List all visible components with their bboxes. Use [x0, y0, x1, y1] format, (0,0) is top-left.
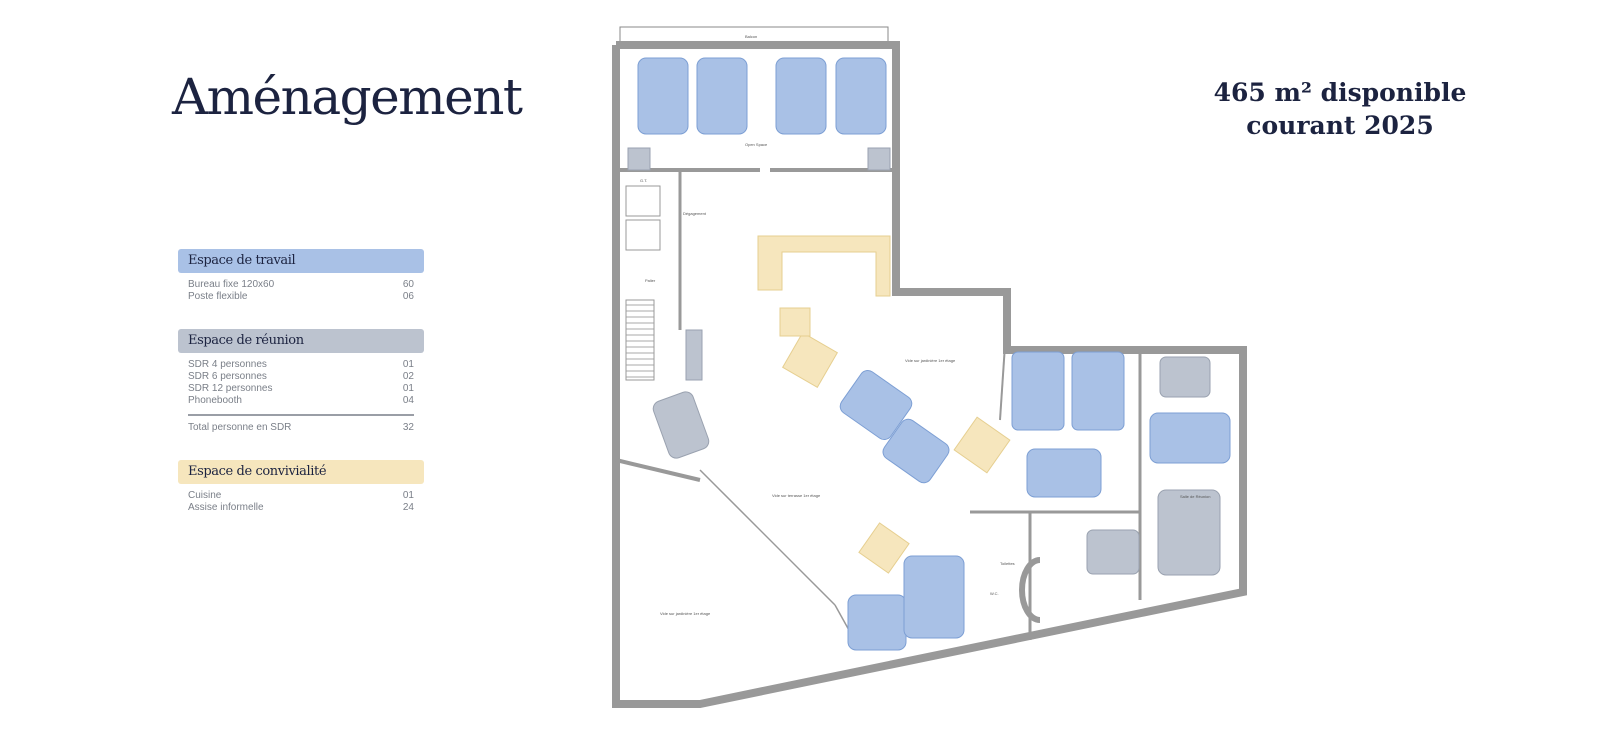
- row-label: SDR 12 personnes: [188, 383, 273, 394]
- row-value: 60: [402, 279, 414, 290]
- desk-cluster: [882, 418, 950, 484]
- availability-date: courant 2025: [1246, 111, 1434, 140]
- availability-heading: 465 m² disponible courant 2025: [1180, 76, 1500, 142]
- page-title: Aménagement: [172, 68, 523, 126]
- inner-wall: [615, 458, 701, 482]
- legend-row: SDR 12 personnes 01: [188, 383, 414, 395]
- plan-label: W.C.: [990, 591, 999, 596]
- phonebooth: [685, 329, 703, 381]
- plan-label: Vide sur terrasse 1er étage: [772, 493, 821, 498]
- legend-row: SDR 6 personnes 02: [188, 371, 414, 383]
- legend-social-header: Espace de convivialité: [178, 460, 424, 484]
- legend-meeting-header: Espace de réunion: [178, 329, 424, 353]
- legend-row: Bureau fixe 120x60 60: [188, 279, 414, 291]
- legend-meeting: Espace de réunion SDR 4 personnes 01 SDR …: [178, 329, 424, 434]
- legend-row: Phonebooth 04: [188, 395, 414, 407]
- lounge: [953, 416, 1011, 474]
- desk-cluster: [847, 594, 907, 651]
- social-areas: [757, 235, 1011, 574]
- balcony-label: Balcon: [745, 34, 757, 39]
- row-value: 01: [402, 383, 414, 394]
- lift: [625, 219, 661, 251]
- phonebooth: [867, 147, 891, 171]
- lounge: [858, 522, 910, 574]
- lounge: [781, 331, 839, 389]
- legend-row: Cuisine 01: [188, 490, 414, 502]
- legend-work-header: Espace de travail: [178, 249, 424, 273]
- desk-cluster: [839, 369, 913, 441]
- row-value: 01: [402, 490, 414, 501]
- inner-wall: [699, 469, 836, 606]
- row-label: Cuisine: [188, 490, 222, 501]
- meeting-table: [652, 391, 710, 459]
- stairs: [625, 299, 655, 381]
- row-value: 04: [402, 395, 414, 406]
- desk-cluster: [775, 57, 827, 135]
- row-value: 02: [402, 371, 414, 382]
- plan-label: Vide sur jardinière 1er étage: [905, 358, 956, 363]
- legend-social: Espace de convivialité Cuisine 01 Assise …: [178, 460, 424, 514]
- inner-wall: [999, 344, 1006, 421]
- row-label: SDR 4 personnes: [188, 359, 267, 370]
- legend-work: Espace de travail Bureau fixe 120x60 60 P…: [178, 249, 424, 303]
- legend: Espace de travail Bureau fixe 120x60 60 P…: [178, 249, 424, 540]
- row-value: 01: [402, 359, 414, 370]
- kitchen: [757, 235, 891, 297]
- row-label: Phonebooth: [188, 395, 242, 406]
- plan-label: Palier: [645, 278, 656, 283]
- legend-row: Assise informelle 24: [188, 502, 414, 514]
- desk-cluster: [1071, 351, 1125, 431]
- availability-area: 465 m² disponible: [1213, 78, 1467, 107]
- row-label: Assise informelle: [188, 502, 264, 513]
- legend-total-row: Total personne en SDR 32: [188, 422, 414, 434]
- desk-cluster: [903, 555, 965, 639]
- lift: [625, 185, 661, 217]
- meeting-table: [1086, 529, 1140, 575]
- meeting-rooms: [627, 147, 1221, 576]
- row-value: 06: [402, 291, 414, 302]
- lounge: [779, 307, 811, 337]
- plan-label: Open Space: [745, 142, 768, 147]
- phonebooth: [627, 147, 651, 171]
- desk-cluster: [1011, 351, 1065, 431]
- legend-row: Poste flexible 06: [188, 291, 414, 303]
- plan-label: G.T.: [640, 178, 647, 183]
- plan-label: Dégagement: [683, 211, 707, 216]
- row-label: Total personne en SDR: [188, 422, 292, 433]
- meeting-table: [1159, 356, 1211, 398]
- desk-cluster: [835, 57, 887, 135]
- spiral-stairs: [1019, 557, 1041, 623]
- desk-cluster: [696, 57, 748, 135]
- divider: [188, 414, 414, 416]
- row-value: 32: [402, 422, 414, 433]
- legend-row: SDR 4 personnes 01: [188, 359, 414, 371]
- plan-label: Toilettes: [1000, 561, 1015, 566]
- row-value: 24: [402, 502, 414, 513]
- row-label: Poste flexible: [188, 291, 248, 302]
- desk-cluster: [1149, 412, 1231, 464]
- desk-cluster: [1026, 448, 1102, 498]
- row-label: SDR 6 personnes: [188, 371, 267, 382]
- plan-label: Vide sur jardinière 1er étage: [660, 611, 711, 616]
- desk-cluster: [637, 57, 689, 135]
- row-label: Bureau fixe 120x60: [188, 279, 275, 290]
- plan-label: Salle de Réunion: [1180, 494, 1210, 499]
- desk-clusters: [637, 57, 1231, 651]
- meeting-table: [1157, 489, 1221, 576]
